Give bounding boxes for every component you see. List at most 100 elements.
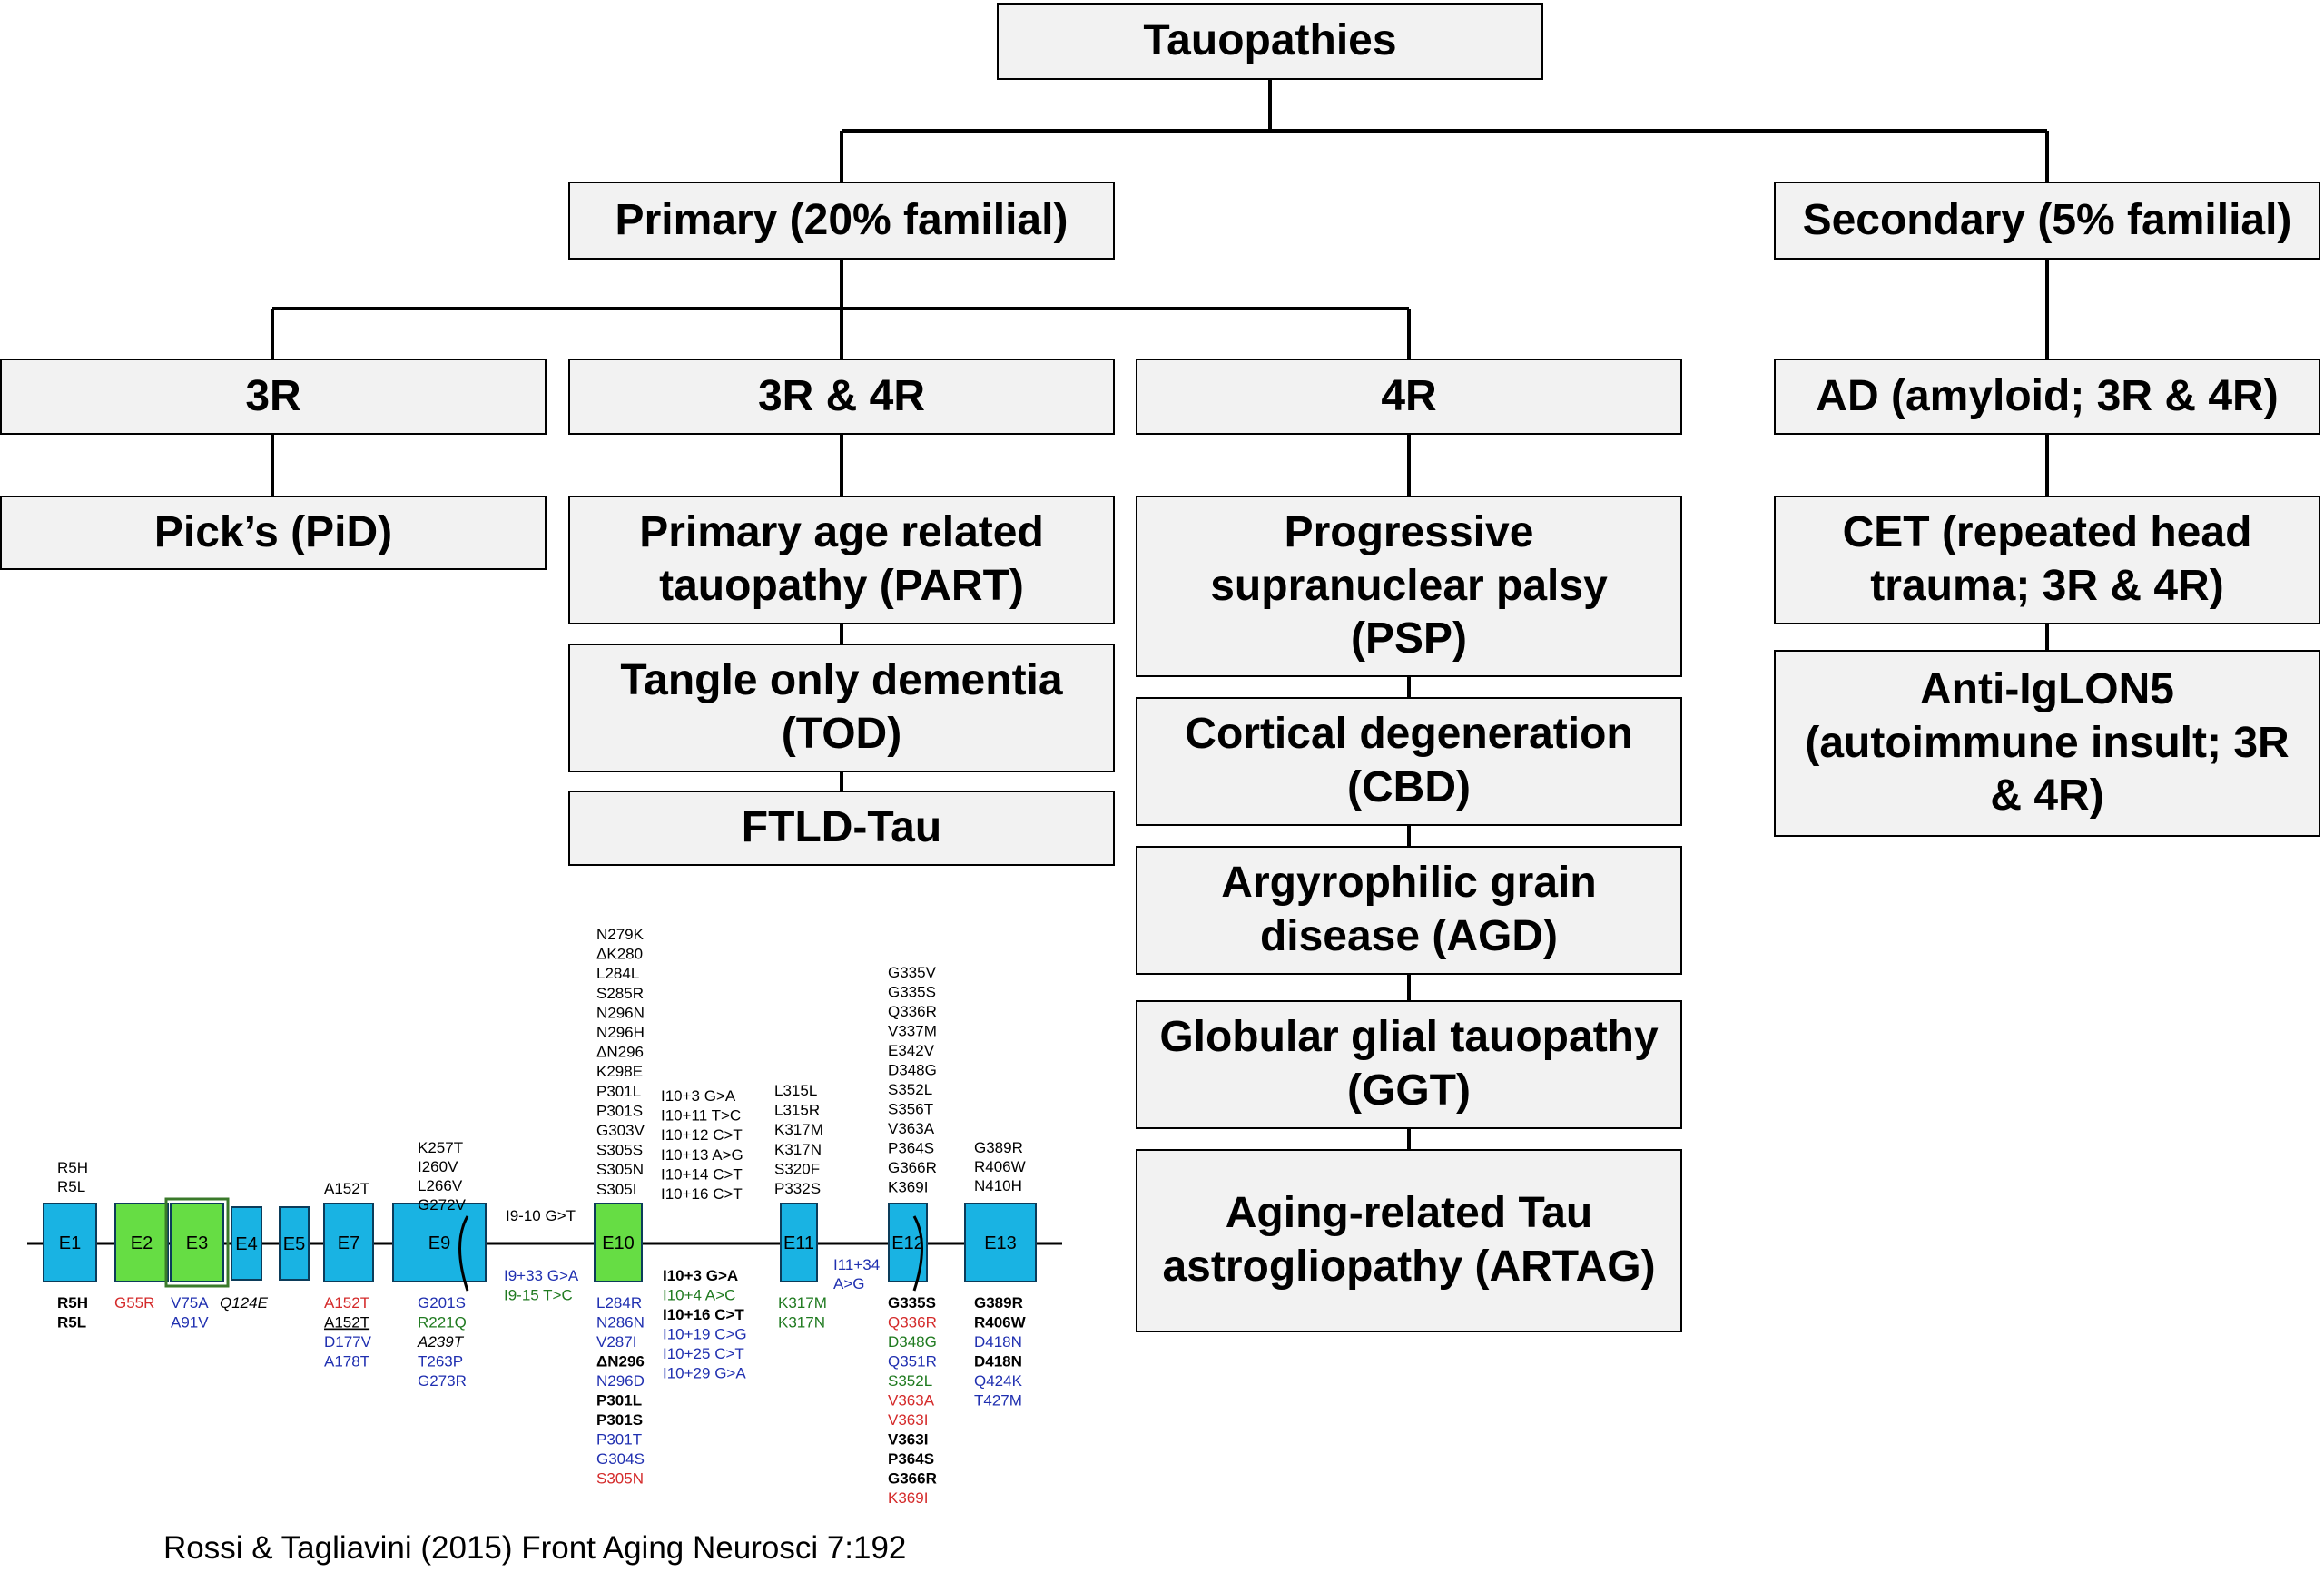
mutation-label: G335V — [888, 964, 937, 981]
mutation-label: I10+19 C>G — [663, 1326, 747, 1343]
mutation-label: S285R — [596, 985, 644, 1002]
mutation-label: V363I — [888, 1431, 928, 1449]
box-ad: AD (amyloid; 3R & 4R) — [1774, 359, 2320, 435]
svg-text:E1: E1 — [59, 1233, 81, 1253]
mutation-label: Q124E — [220, 1294, 269, 1312]
mutation-label: N410H — [974, 1177, 1022, 1194]
mutation-label: G389R — [974, 1139, 1023, 1156]
box-cbd: Cortical degeneration (CBD) — [1136, 697, 1682, 826]
mutation-label: I9+33 G>A — [504, 1267, 579, 1284]
mutation-label: I10+25 C>T — [663, 1345, 744, 1362]
mutation-group: A152T — [324, 1180, 369, 1197]
box-tauopathies: Tauopathies — [997, 3, 1543, 80]
mutation-label: A178T — [324, 1353, 369, 1371]
mutation-label: K298E — [596, 1063, 643, 1080]
mutation-label: L315L — [774, 1082, 817, 1099]
mutation-group: I9+33 G>AI9-15 T>C — [504, 1267, 579, 1304]
box-psp: Progressive supranuclear palsy (PSP) — [1136, 496, 1682, 677]
mutation-label: I10+14 C>T — [661, 1165, 743, 1183]
box-artag: Aging-related Tau astrogliopathy (ARTAG) — [1136, 1149, 1682, 1332]
mutation-label: R406W — [974, 1314, 1027, 1331]
mutation-label: S305N — [596, 1161, 644, 1178]
box-ggt: Globular glial tauopathy (GGT) — [1136, 1000, 1682, 1129]
mutation-label: K317N — [774, 1141, 822, 1158]
mutation-label: V287I — [596, 1333, 636, 1351]
mutation-label: V363A — [888, 1120, 935, 1137]
exon-e10: E10 — [594, 1203, 643, 1282]
box-anti-iglon5: Anti-IgLON5 (autoimmune insult; 3R & 4R) — [1774, 650, 2320, 837]
mutation-label: K369I — [888, 1179, 928, 1196]
mutation-label: I10+3 G>A — [663, 1267, 738, 1284]
mutation-label: I10+3 G>A — [661, 1087, 736, 1105]
mutation-label: V337M — [888, 1023, 937, 1040]
mutation-label: G366R — [888, 1159, 937, 1176]
mutation-label: ΔN296 — [596, 1353, 645, 1371]
mutation-label: L315R — [774, 1102, 820, 1119]
box-pid: Pick’s (PiD) — [0, 496, 547, 570]
svg-text:E5: E5 — [283, 1234, 305, 1254]
mutation-label: D348G — [888, 1062, 937, 1079]
mutation-label: P301S — [596, 1102, 643, 1119]
svg-text:E9: E9 — [428, 1233, 450, 1253]
box-3r-4r: 3R & 4R — [568, 359, 1115, 435]
mutation-label: L284R — [596, 1294, 642, 1312]
exon-e5: E5 — [279, 1206, 310, 1281]
mutation-label: P301L — [596, 1083, 641, 1100]
mutation-label: P364S — [888, 1140, 934, 1157]
mutation-label: S305S — [596, 1142, 643, 1159]
mutation-group: I10+3 G>A I10+4 A>C I10+16 C>T I10+19 C>G I1… — [663, 1267, 747, 1382]
mutation-label: S305N — [596, 1470, 644, 1488]
bracket-marks — [458, 1215, 923, 1292]
svg-text:E4: E4 — [235, 1234, 257, 1254]
mutation-label: G335S — [888, 1294, 936, 1312]
mutation-label: I10+13 A>G — [661, 1146, 743, 1164]
mutation-label: I10+16 C>T — [661, 1185, 743, 1203]
mutation-label: I10+4 A>C — [663, 1287, 735, 1304]
mutation-label: Q351R — [888, 1353, 937, 1371]
mutation-label: G389R — [974, 1294, 1023, 1312]
mutation-label: K369I — [888, 1489, 928, 1507]
mutation-label: V363A — [888, 1392, 935, 1410]
box-secondary: Secondary (5% familial) — [1774, 182, 2320, 260]
mutation-label: D177V — [324, 1333, 372, 1351]
mutation-label: T427M — [974, 1392, 1022, 1410]
mutation-label: D348G — [888, 1333, 937, 1351]
mutation-label: N296H — [596, 1024, 645, 1041]
box-primary: Primary (20% familial) — [568, 182, 1115, 260]
exon-e4: E4 — [231, 1206, 262, 1281]
exon-e1: E1 — [43, 1203, 97, 1282]
mutation-label: R5H — [57, 1294, 88, 1312]
box-ftld-tau: FTLD-Tau — [568, 791, 1115, 866]
mutation-label: T263P — [418, 1353, 463, 1371]
mutation-label: V363I — [888, 1411, 928, 1429]
exon-e11: E11 — [780, 1203, 818, 1282]
mutation-label: S356T — [888, 1101, 933, 1118]
mutation-label: A239T — [417, 1333, 465, 1351]
mutation-label: N286N — [596, 1314, 645, 1331]
mutation-group: L284RN286NV287IΔN296N296DP301LP301SP301T… — [596, 1294, 645, 1488]
mutation-label: A152T — [324, 1180, 369, 1197]
mutation-group: I9-10 G>T — [506, 1207, 576, 1224]
svg-text:E3: E3 — [186, 1233, 208, 1253]
mutation-group: G55R — [114, 1294, 154, 1312]
mutation-label: I10+16 C>T — [663, 1306, 744, 1323]
mutation-label: Q336R — [888, 1314, 937, 1331]
mutation-label: K317N — [778, 1314, 825, 1331]
mutation-group: I11+34A>G — [833, 1256, 880, 1292]
svg-text:E11: E11 — [783, 1233, 814, 1253]
mutation-label: G335S — [888, 984, 936, 1001]
box-3r: 3R — [0, 359, 547, 435]
svg-text:E7: E7 — [338, 1233, 359, 1253]
mutation-label: P301L — [596, 1392, 642, 1410]
mutation-label: G201S — [418, 1294, 466, 1312]
mutation-label: N296N — [596, 1004, 645, 1021]
